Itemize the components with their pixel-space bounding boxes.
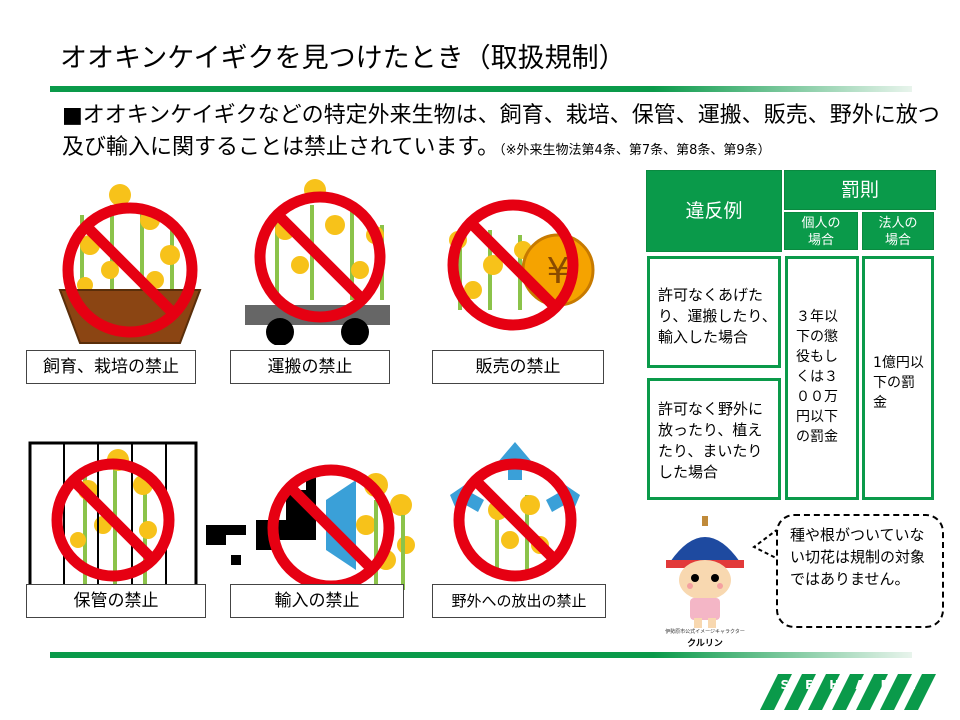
japan-map-icon [206, 464, 415, 592]
violation-case-2: 許可なく野外に放ったり、植えたり、まいたりした場合 [647, 378, 781, 500]
individual-penalty: ３年以下の懲役もしくは３００万円以下の罰金 [785, 256, 859, 500]
svg-text:¥: ¥ [547, 251, 570, 292]
table-header-individual: 個人の場合 [784, 212, 858, 250]
speech-bubble [776, 514, 944, 628]
table-header-corporation: 法人の場合 [862, 212, 934, 250]
cart-icon [245, 179, 390, 345]
cage-icon [28, 441, 198, 593]
speech-bubble-text: 種や根がついていない切花は規制の対象ではありません。 [790, 526, 926, 588]
prohibition-label-transport: 運搬の禁止 [230, 350, 390, 384]
table-header-penalty: 罰則 [784, 170, 936, 210]
corporation-header-text: 法人の場合 [878, 216, 918, 248]
violation-case-1: 許可なくあげたり、運搬したり、輸入した場合 [647, 256, 781, 368]
speech-bubble-tail [752, 528, 779, 560]
table-header-violation: 違反例 [646, 170, 782, 252]
release-arrows-icon [450, 442, 580, 582]
prohibition-label-storage: 保管の禁止 [26, 584, 206, 618]
isehara-logo [760, 674, 936, 710]
corporate-penalty: 1億円以下の罰金 [862, 256, 934, 500]
mascot-name: クルリン [687, 639, 723, 649]
flower-pot-icon [58, 184, 202, 344]
intro-text: ■オオキンケイギクなどの特定外来生物は、飼育、栽培、保管、運搬、販売、野外に放つ… [62, 103, 940, 160]
bottom-divider [50, 652, 912, 658]
prohibition-label-sale: 販売の禁止 [432, 350, 604, 384]
yen-coin-icon: ¥ [447, 199, 595, 331]
mascot-caption: 伊勢原市公式イメージキャラクター [665, 629, 745, 635]
intro-paragraph: ■オオキンケイギクなどの特定外来生物は、飼育、栽培、保管、運搬、販売、野外に放つ… [62, 100, 942, 167]
prohibition-label-raising: 飼育、栽培の禁止 [26, 350, 196, 384]
mascot-kururin [666, 516, 744, 628]
logo-text: ISEHARA [760, 678, 932, 692]
prohibition-label-release: 野外への放出の禁止 [432, 584, 606, 618]
page-title: オオキンケイギクを見つけたとき（取扱規制） [60, 43, 626, 74]
top-divider [50, 86, 912, 92]
law-reference-note: （※外来生物法第4条、第7条、第8条、第9条） [499, 143, 771, 158]
prohibition-label-import: 輸入の禁止 [230, 584, 404, 618]
individual-header-text: 個人の場合 [801, 216, 841, 248]
